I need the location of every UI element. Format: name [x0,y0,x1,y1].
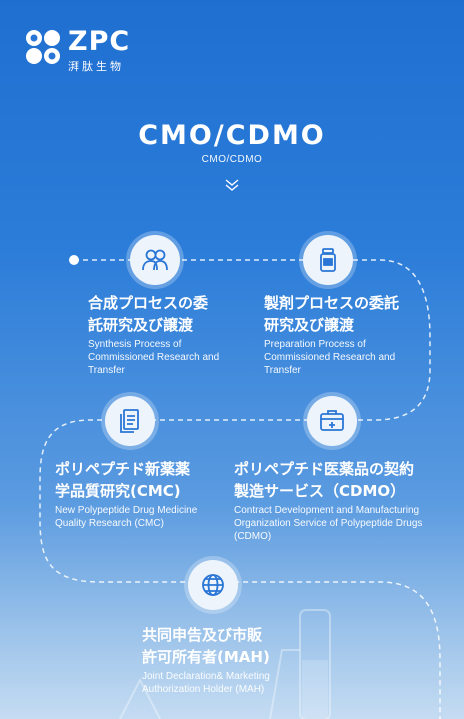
step-4-description: Contract Development and Manufacturing O… [234,505,423,542]
logo-main-text: ZPC [68,26,131,57]
step-1-description: Synthesis Process of Commissioned Resear… [88,339,220,376]
step-2-title: 製剤プロセスの委託 研究及び譲渡 [264,294,400,334]
step-4-text: ポリペプチド医薬品の契約 製造サービス（CDMO） Contract Devel… [234,458,459,543]
step-5-description: Joint Declaration& Marketing Authorizati… [142,671,270,695]
zpc-logo-mark-icon [26,30,60,64]
page-subtitle: CMO/CDMO [201,154,263,165]
step-3-title: ポリペプチド新薬薬 学品質研究(CMC) [55,460,191,500]
step-1-icon-circle [130,235,180,285]
company-logo[interactable]: ZPC 湃肽生物 [24,28,130,74]
people-icon [142,249,168,271]
step-2-icon-circle [303,235,353,285]
page-title: CMO/CDMO [138,120,326,151]
step-5-icon-circle [188,560,238,610]
step-1-text: 合成プロセスの委 託研究及び譲渡 Synthesis Process of Co… [88,292,248,377]
step-3-icon-circle [105,396,155,446]
step-5-title: 共同申告及び市販 許可所有者(MAH) [142,626,270,666]
globe-icon [202,574,224,596]
logo-text: ZPC 湃肽生物 [68,28,130,74]
step-4-title: ポリペプチド医薬品の契約 製造サービス（CDMO） [234,460,415,500]
logo-sub-text: 湃肽生物 [68,61,124,73]
step-1-title: 合成プロセスの委 託研究及び譲渡 [88,294,209,334]
medicine-bottle-icon [320,248,336,272]
step-3-text: ポリペプチド新薬薬 学品質研究(CMC) New Polypeptide Dru… [55,458,235,530]
step-3-description: New Polypeptide Drug Medicine Quality Re… [55,505,198,529]
medical-kit-icon [320,410,344,431]
step-5-text: 共同申告及び市販 許可所有者(MAH) Joint Declaration& M… [142,624,322,696]
step-4-icon-circle [307,396,357,446]
step-2-description: Preparation Process of Commissioned Rese… [264,339,396,376]
flow-start-dot [69,255,79,265]
document-icon [120,409,139,433]
step-2-text: 製剤プロセスの委託 研究及び譲渡 Preparation Process of … [264,292,434,377]
double-chevron-down-icon [225,179,239,191]
